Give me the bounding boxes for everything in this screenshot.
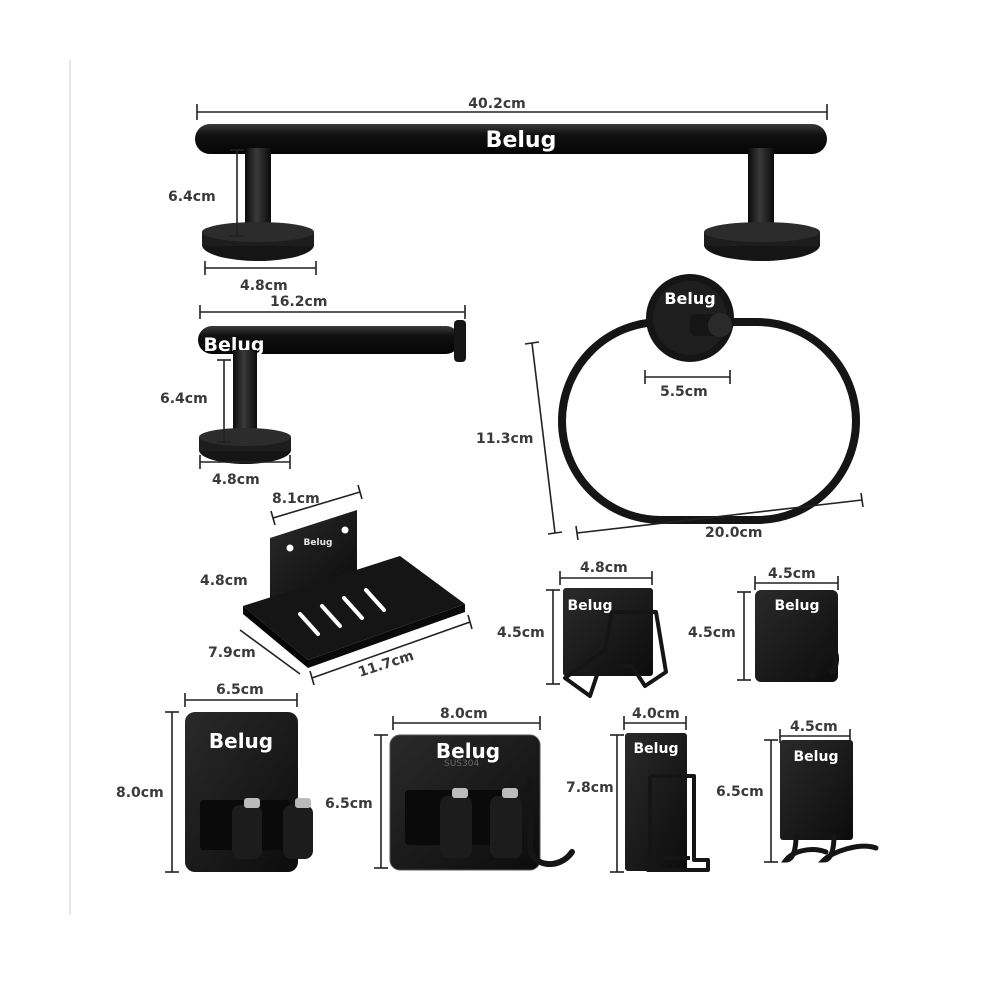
- razor-holder-height-label: 7.8cm: [566, 780, 614, 796]
- soap-dish-depth-label: 7.9cm: [208, 645, 256, 661]
- sponge-holder-height-label: 4.5cm: [497, 625, 545, 641]
- brand-logo: Belug: [568, 598, 613, 614]
- double-hook-height-label: 6.5cm: [716, 784, 764, 800]
- mop-holder: 6.5cm 8.0cm Belug: [116, 682, 313, 873]
- paper-holder-base-label: 4.8cm: [212, 472, 260, 488]
- soap-dish-back-height-label: 4.8cm: [200, 573, 248, 589]
- brand-logo: Belug: [775, 598, 820, 614]
- towel-bar-base-label: 4.8cm: [240, 278, 288, 294]
- paper-holder-length-label: 16.2cm: [270, 294, 327, 310]
- paper-holder: 16.2cm Belug 6.4cm 4.8cm: [160, 294, 466, 488]
- brand-logo: Belug: [664, 289, 715, 308]
- brand-logo: Belug: [436, 739, 500, 763]
- towel-bar-rail: [195, 124, 827, 154]
- soap-dish: 8.1cm Belug 4.8cm 7.9cm 11.7cm: [200, 484, 473, 686]
- brand-logo: Belug: [304, 538, 333, 548]
- sponge-holder: 4.8cm 4.5cm Belug: [497, 560, 668, 698]
- soap-dish-back-width-label: 8.1cm: [272, 491, 320, 507]
- mop-holder-height-label: 8.0cm: [116, 785, 164, 801]
- mop-hook-holder-height-label: 6.5cm: [325, 796, 373, 812]
- mop-hook-holder: 8.0cm 6.5cm Belug SUS304: [325, 706, 575, 871]
- towel-bar-length-label: 40.2cm: [468, 96, 525, 112]
- brand-logo: Belug: [486, 128, 557, 153]
- towel-ring-width-label: 20.0cm: [705, 525, 762, 541]
- double-hook-width-label: 4.5cm: [790, 719, 838, 735]
- brand-logo: Belug: [794, 749, 839, 765]
- mop-hook-holder-width-label: 8.0cm: [440, 706, 488, 722]
- razor-holder: 4.0cm 7.8cm Belug: [566, 706, 710, 873]
- mop-holder-width-label: 6.5cm: [216, 682, 264, 698]
- single-hook-height-label: 4.5cm: [688, 625, 736, 641]
- towel-ring: Belug 5.5cm 11.3cm 20.0cm: [476, 274, 864, 541]
- plate-stamp: SUS304: [444, 759, 479, 769]
- towel-ring-mount-label: 5.5cm: [660, 384, 708, 400]
- single-hook: 4.5cm 4.5cm Belug: [688, 566, 840, 682]
- brand-logo: Belug: [209, 729, 273, 753]
- single-hook-width-label: 4.5cm: [768, 566, 816, 582]
- sponge-holder-width-label: 4.8cm: [580, 560, 628, 576]
- towel-ring-height-label: 11.3cm: [476, 431, 533, 447]
- double-hook: 4.5cm 6.5cm Belug: [716, 719, 879, 863]
- soap-dish-width-label: 11.7cm: [356, 648, 416, 681]
- paper-holder-height-label: 6.4cm: [160, 391, 208, 407]
- brand-logo: Belug: [634, 741, 679, 757]
- towel-bar-height-label: 6.4cm: [168, 189, 216, 205]
- razor-holder-width-label: 4.0cm: [632, 706, 680, 722]
- towel-bar: 40.2cm Belug 6.4cm 4.8cm: [168, 96, 828, 294]
